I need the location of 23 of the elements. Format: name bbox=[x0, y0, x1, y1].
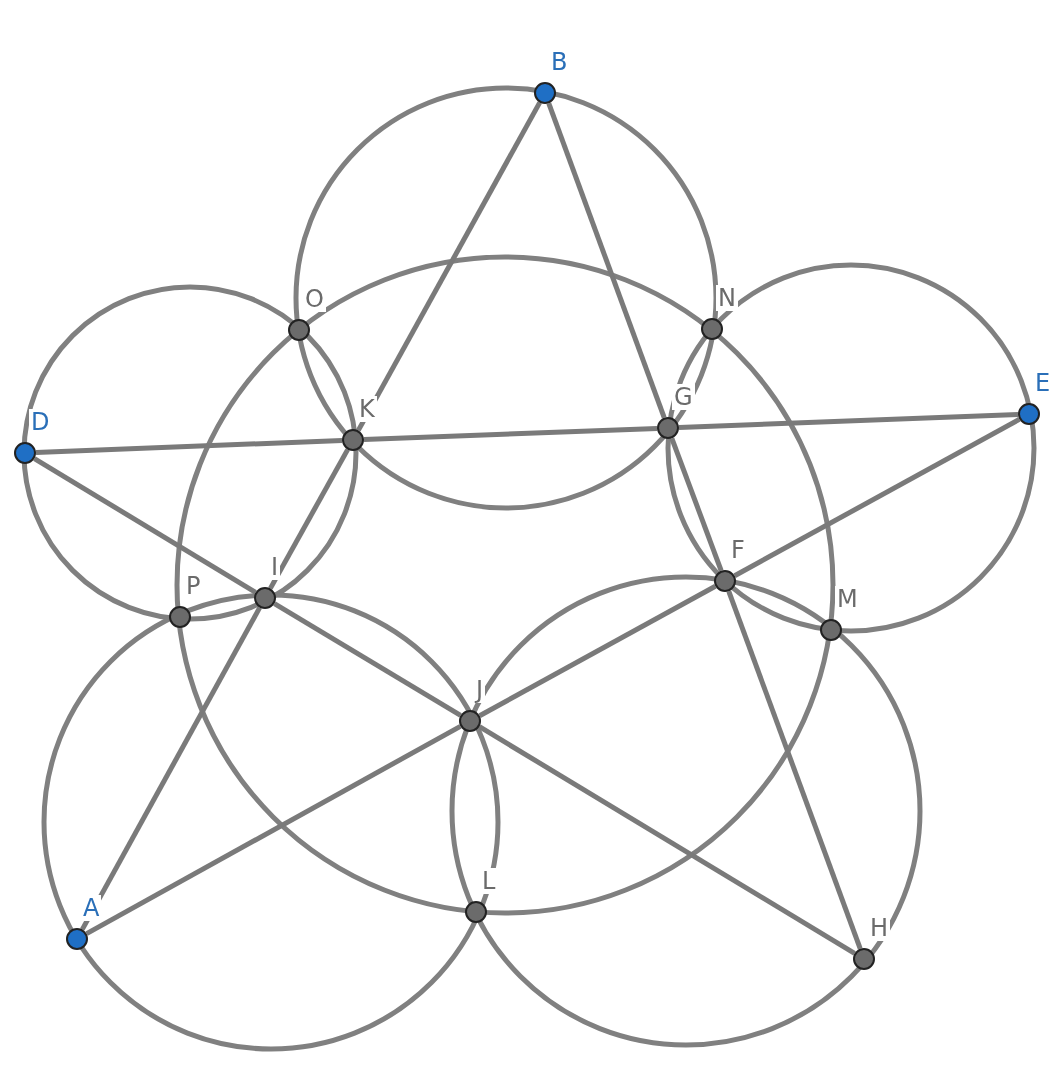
point-label: O bbox=[303, 286, 326, 312]
line-segment bbox=[478, 584, 717, 718]
line-segment bbox=[546, 102, 667, 419]
point-label: I bbox=[269, 554, 281, 580]
line-segment bbox=[733, 417, 1021, 578]
line-segment bbox=[85, 724, 462, 936]
line-segment bbox=[273, 601, 462, 718]
point-label: K bbox=[357, 396, 377, 422]
point-label: A bbox=[81, 895, 102, 921]
line-segment bbox=[268, 448, 350, 590]
point-label: L bbox=[480, 868, 498, 894]
line-segment bbox=[726, 590, 863, 950]
line-segment bbox=[356, 101, 542, 432]
line-segment bbox=[669, 437, 724, 572]
point-label: G bbox=[672, 384, 695, 410]
line-segment bbox=[33, 456, 257, 595]
point-label: N bbox=[716, 285, 738, 311]
line-segment bbox=[478, 724, 856, 956]
line-segment bbox=[80, 606, 262, 931]
line-segment bbox=[363, 425, 658, 443]
line-segment bbox=[35, 437, 343, 456]
line-segment bbox=[678, 411, 1019, 431]
point-label: J bbox=[474, 677, 486, 703]
